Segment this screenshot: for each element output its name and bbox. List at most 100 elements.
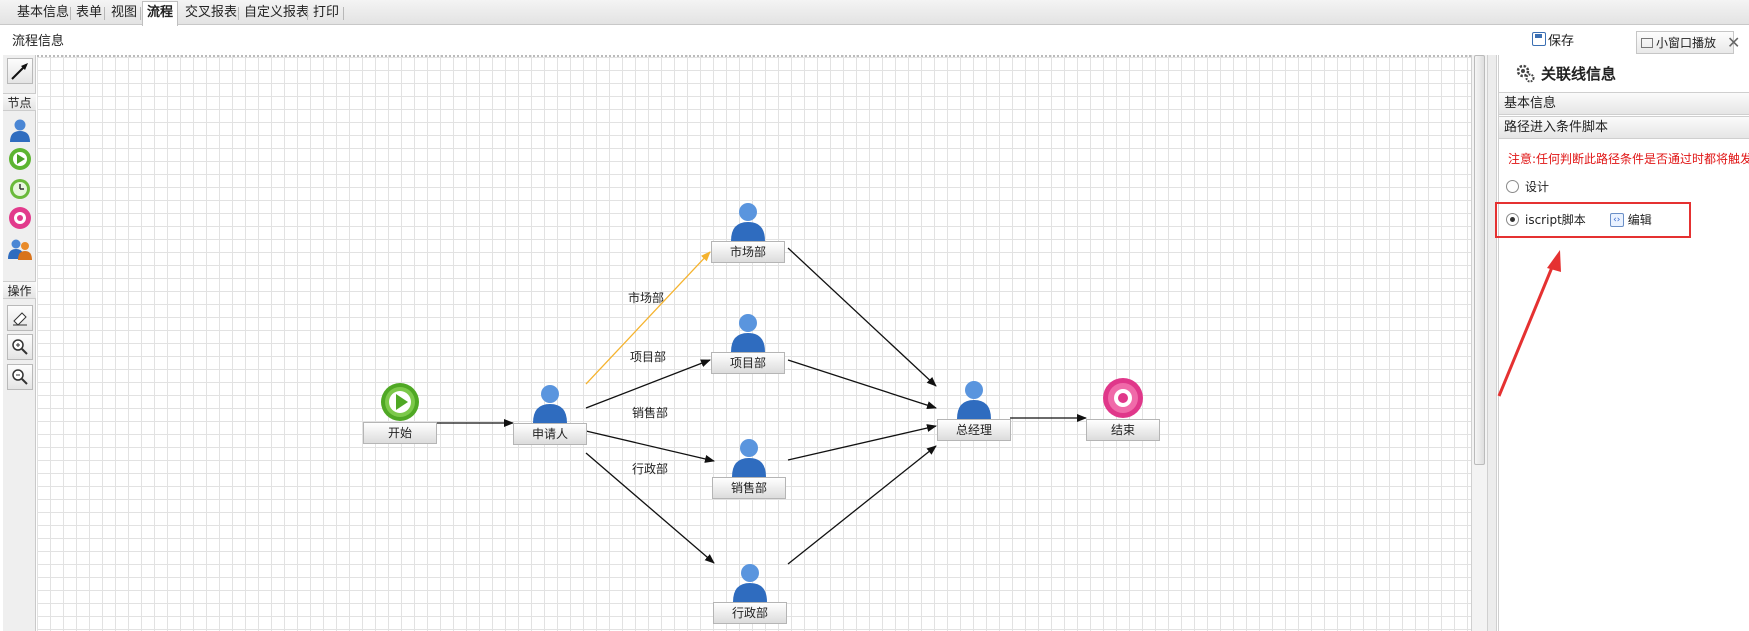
tab-basic-info[interactable]: 基本信息 xyxy=(17,5,70,20)
applicant-node[interactable]: 申请人 xyxy=(513,383,587,445)
edge-applicant-project[interactable] xyxy=(585,359,711,409)
annotation-arrow xyxy=(1497,250,1561,397)
gm-node[interactable]: 总经理 xyxy=(937,379,1011,441)
panel-header: 关联线信息 xyxy=(1499,55,1749,91)
start-node-icon xyxy=(381,383,419,421)
tab-flow[interactable]: 流程 xyxy=(142,1,179,26)
user-node-icon xyxy=(10,119,30,142)
canvas-scrollbar[interactable] xyxy=(1471,55,1487,631)
flow-edges xyxy=(437,247,1087,565)
save-icon xyxy=(1532,32,1546,46)
design-radio[interactable] xyxy=(1506,180,1519,193)
applicant-node-label: 申请人 xyxy=(513,423,587,445)
edge-info-panel: 关联线信息 基本信息 路径进入条件脚本 注意:任何判断此路径条件是否通过时都将触… xyxy=(1498,55,1749,631)
script-option-label: iscript脚本 xyxy=(1525,213,1586,227)
zoom-in-icon xyxy=(12,339,28,355)
admin-node[interactable]: 行政部 xyxy=(713,562,787,624)
tab-custom-report[interactable]: 自定义报表 xyxy=(244,5,310,20)
tab-separator xyxy=(70,7,71,20)
gm-node-label: 总经理 xyxy=(937,419,1011,441)
node-toolbox: 节点 操作 xyxy=(3,55,36,631)
edit-script-link[interactable]: ‹› 编辑 xyxy=(1609,211,1652,228)
page-title: 流程信息 xyxy=(12,34,65,49)
design-option-label: 设计 xyxy=(1525,180,1550,194)
select-pointer-tool[interactable] xyxy=(7,58,33,84)
multi-user-node-icon xyxy=(8,239,32,260)
condition-notice: 注意:任何判断此路径条件是否通过时都将触发 xyxy=(1508,152,1749,166)
script-option[interactable]: iscript脚本 ‹› 编辑 xyxy=(1506,211,1652,228)
tab-view[interactable]: 视图 xyxy=(111,5,138,20)
tab-separator xyxy=(307,7,308,20)
edge-label-market: 市场部 xyxy=(628,291,665,305)
edge-applicant-sales[interactable] xyxy=(585,430,715,463)
user-node-icon xyxy=(533,385,567,423)
multi-user-node-tool[interactable] xyxy=(7,235,33,261)
market-node[interactable]: 市场部 xyxy=(711,201,785,263)
sales-node[interactable]: 销售部 xyxy=(712,437,786,499)
flow-canvas[interactable]: 市场部 项目部 销售部 行政部 开始 申请人 市场部 xyxy=(37,55,1471,631)
edge-market-gm[interactable] xyxy=(787,247,937,387)
edge-label-sales: 销售部 xyxy=(632,406,669,420)
start-node[interactable]: 开始 xyxy=(363,382,437,444)
scrollbar-thumb[interactable] xyxy=(1474,55,1485,465)
basic-info-section[interactable]: 基本信息 xyxy=(1499,92,1749,115)
mini-window-button[interactable]: 小窗口播放 xyxy=(1636,31,1734,54)
tab-cross-report[interactable]: 交叉报表 xyxy=(185,5,238,20)
zoom-in-tool[interactable] xyxy=(7,334,33,360)
tab-separator xyxy=(140,7,141,20)
edge-admin-gm[interactable] xyxy=(787,445,937,565)
start-node-tool[interactable] xyxy=(7,146,33,172)
panel-title: 关联线信息 xyxy=(1541,64,1617,83)
timer-node-icon xyxy=(10,179,30,199)
end-node-label: 结束 xyxy=(1086,419,1160,441)
start-node-label: 开始 xyxy=(363,422,437,444)
project-node[interactable]: 项目部 xyxy=(711,312,785,374)
zoom-out-tool[interactable] xyxy=(7,364,33,390)
mini-window-label: 小窗口播放 xyxy=(1656,36,1717,50)
end-node-icon xyxy=(9,207,31,229)
user-node-tool[interactable] xyxy=(7,117,33,143)
tab-separator xyxy=(238,7,239,20)
save-label: 保存 xyxy=(1548,33,1575,49)
end-node-tool[interactable] xyxy=(7,205,33,231)
title-strip: 流程信息 xyxy=(0,26,1749,52)
tab-form[interactable]: 表单 xyxy=(76,5,103,20)
tab-separator xyxy=(104,7,105,20)
window-icon xyxy=(1641,37,1653,48)
edge-sales-gm[interactable] xyxy=(787,424,937,461)
edge-label-admin: 行政部 xyxy=(632,462,669,476)
edge-project-gm[interactable] xyxy=(787,359,937,410)
end-node-icon xyxy=(1103,378,1143,418)
admin-node-label: 行政部 xyxy=(713,602,787,624)
edit-icon: ‹› xyxy=(1609,212,1624,227)
save-button[interactable]: 保存 xyxy=(1532,30,1575,49)
close-icon[interactable]: ✕ xyxy=(1727,33,1741,52)
tab-print[interactable]: 打印 xyxy=(313,5,340,20)
eraser-tool[interactable] xyxy=(7,305,33,331)
script-radio[interactable] xyxy=(1506,213,1519,226)
tab-bar: 基本信息 表单 视图 流程 交叉报表 自定义报表 打印 xyxy=(0,0,1749,26)
timer-node-tool[interactable] xyxy=(7,175,33,201)
panel-splitter[interactable] xyxy=(1487,55,1497,631)
highlight-box xyxy=(1495,202,1691,238)
edge-applicant-admin[interactable] xyxy=(585,452,715,564)
user-node-icon xyxy=(732,439,766,477)
edge-label-project: 项目部 xyxy=(630,350,667,364)
sales-node-label: 销售部 xyxy=(712,477,786,499)
user-node-icon xyxy=(731,314,765,352)
edge-applicant-market[interactable] xyxy=(585,251,711,385)
user-node-icon xyxy=(957,381,991,419)
end-node[interactable]: 结束 xyxy=(1086,377,1160,441)
project-node-label: 项目部 xyxy=(711,352,785,374)
tab-separator xyxy=(343,7,344,20)
ops-group-label: 操作 xyxy=(3,281,36,299)
user-node-icon xyxy=(733,564,767,602)
gear-icon xyxy=(1516,64,1535,83)
script-condition-section[interactable]: 路径进入条件脚本 xyxy=(1499,116,1749,139)
design-option[interactable]: 设计 xyxy=(1506,178,1549,195)
pointer-arrow-icon xyxy=(11,63,28,80)
zoom-out-icon xyxy=(12,369,28,385)
user-node-icon xyxy=(731,203,765,241)
eraser-icon xyxy=(13,312,27,326)
start-node-icon xyxy=(9,148,31,170)
